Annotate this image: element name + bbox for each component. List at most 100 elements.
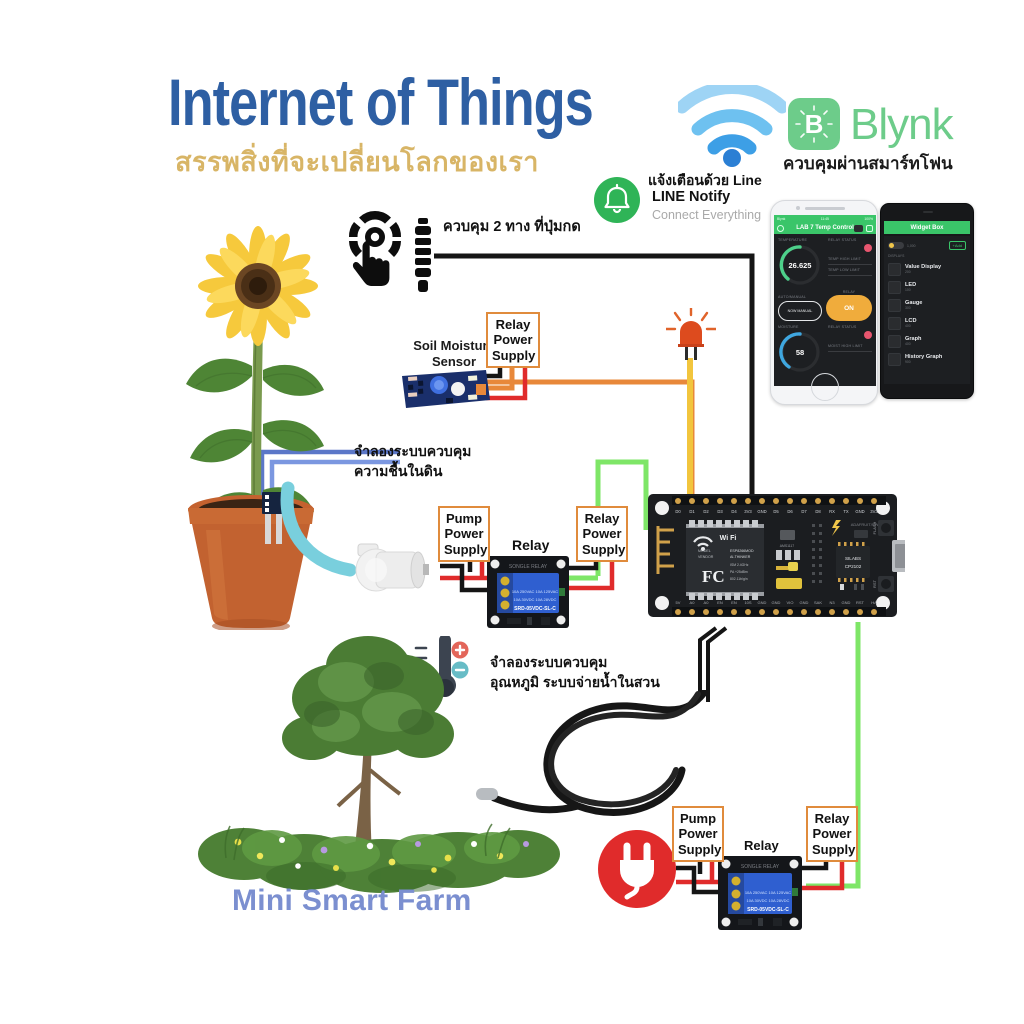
- list-item[interactable]: LCD 400: [884, 314, 970, 332]
- ps-line1: Relay: [495, 317, 531, 332]
- ps-line1: Relay: [814, 811, 850, 826]
- temperature-value: 26.625: [788, 260, 812, 270]
- lcd-widget-icon: [888, 316, 901, 330]
- widget-name: History Graph: [905, 353, 943, 360]
- ios-status-bar: Blynk 11:45 100%: [774, 215, 876, 222]
- ps-line3: Supply: [492, 347, 536, 363]
- widget-name: LCD: [905, 317, 917, 324]
- temperature-simulation-annotation: จำลองระบบควบคุม อุณหภูมิ ระบบจ่ายน้ำในสว…: [490, 652, 660, 693]
- svg-text:RX: RX: [829, 509, 835, 514]
- ps-line3: Supply: [678, 841, 722, 857]
- garden-landscape: [198, 636, 560, 893]
- moisture-relay-label: RELAY STATUS: [828, 325, 857, 329]
- touch-button-icon: [348, 211, 402, 286]
- svg-text:D6: D6: [787, 509, 793, 514]
- svg-text:10A 250VAC 10A 125VAC: 10A 250VAC 10A 125VAC: [512, 589, 558, 594]
- temp-high-limit-label: TEMP HIGH LIMIT: [828, 257, 862, 261]
- ios-battery: 100%: [864, 216, 873, 221]
- svg-text:GND: GND: [757, 509, 766, 514]
- graph-widget-icon: [888, 334, 901, 348]
- svg-text:FC: FC: [702, 567, 725, 586]
- phone-camera: [796, 206, 800, 210]
- led-widget-icon: [888, 280, 901, 294]
- svg-text:CP2102: CP2102: [845, 564, 862, 569]
- soil-moisture-sensor-label: Soil Moisture Sensor: [404, 338, 504, 371]
- svg-text:RST: RST: [872, 579, 877, 588]
- phone-speaker: [805, 207, 845, 210]
- water-pump: [355, 543, 429, 592]
- ps-line3: Supply: [812, 841, 856, 857]
- svg-text:AMS1117: AMS1117: [780, 544, 794, 548]
- android-widget-list[interactable]: 1,000 +Add DISPLAYS Value Display 200 LE…: [884, 236, 970, 384]
- list-item[interactable]: Graph 400: [884, 332, 970, 350]
- ios-play-icon[interactable]: [854, 224, 863, 232]
- soil-moisture-probe: [262, 492, 284, 544]
- svg-text:GND: GND: [855, 509, 864, 514]
- svg-text:10A 250VAC 10A 125VAC: 10A 250VAC 10A 125VAC: [745, 890, 791, 895]
- blynk-logo-letter: B: [804, 108, 824, 139]
- temperature-gauge: 26.625: [778, 243, 822, 287]
- svg-text:A0: A0: [704, 600, 710, 605]
- ios-menu-icon[interactable]: [866, 224, 873, 232]
- line-notify-thai-label: แจ้งเตือนด้วย Line: [648, 172, 762, 188]
- svg-text:SAK: SAK: [814, 600, 822, 605]
- list-item[interactable]: Value Display 200: [884, 260, 970, 278]
- blynk-logo: B: [788, 98, 840, 150]
- android-energy-row: 1,000 +Add: [884, 239, 970, 254]
- soil-label-line2: Sensor: [431, 354, 477, 370]
- relay-module-bottom: SONGLE RELAY 10A 250VAC 10A 125VAC 10A 3…: [718, 856, 802, 930]
- list-item[interactable]: LED 100: [884, 278, 970, 296]
- list-item[interactable]: History Graph 900: [884, 350, 970, 368]
- moisture-relay-indicator: [864, 331, 872, 339]
- pump-power-supply-top: Pump Power Supply: [438, 506, 490, 562]
- svg-text:RST: RST: [856, 600, 865, 605]
- iphone-blynk-app[interactable]: Blynk 11:45 100% LAB 7 Temp Control TEMP…: [770, 200, 878, 405]
- android-blynk-widgetbox[interactable]: Widget Box 1,000 +Add DISPLAYS Value Dis…: [880, 203, 974, 399]
- toggle-switch-icon[interactable]: [412, 216, 434, 294]
- svg-text:D0: D0: [675, 509, 681, 514]
- gauge-widget-icon: [888, 298, 901, 312]
- ios-settings-icon[interactable]: [777, 224, 784, 232]
- svg-text:5V: 5V: [676, 600, 681, 605]
- svg-text:TX: TX: [843, 509, 849, 514]
- temp-gauge-label: TEMPERATURE: [778, 238, 808, 242]
- widget-price: 100: [905, 288, 911, 293]
- ps-line2: Power: [444, 526, 484, 542]
- svg-text:10A 30VDC 10A 28VDC: 10A 30VDC 10A 28VDC: [747, 898, 790, 903]
- relay-on-button[interactable]: ON: [826, 295, 872, 321]
- list-item[interactable]: Gauge 300: [884, 296, 970, 314]
- iphone-screen[interactable]: Blynk 11:45 100% LAB 7 Temp Control TEMP…: [774, 215, 876, 386]
- relay-power-supply-soil: Relay Power Supply: [486, 312, 540, 368]
- svg-text:A0: A0: [690, 600, 696, 605]
- energy-value: 1,000: [907, 243, 916, 248]
- ps-line3: Supply: [444, 541, 488, 557]
- svg-text:802.11b/g/n: 802.11b/g/n: [730, 577, 748, 581]
- moisture-value: 58: [795, 347, 805, 357]
- blynk-caption: ควบคุมผ่านสมาร์ทโฟน: [783, 154, 953, 173]
- relay-status-indicator: [864, 244, 872, 252]
- temp-low-limit-label: TEMP LOW LIMIT: [828, 268, 861, 272]
- add-energy-button[interactable]: +Add: [948, 241, 966, 250]
- widget-name: Graph: [905, 335, 922, 342]
- temp-sim-line1: จำลองระบบควบคุม: [490, 654, 608, 670]
- wifi-icon: [678, 85, 786, 167]
- bell-icon: [604, 183, 630, 214]
- svg-text:FLASH: FLASH: [872, 521, 877, 534]
- svg-text:ISM 2.4GHz: ISM 2.4GHz: [730, 563, 749, 567]
- svg-text:3V3: 3V3: [870, 509, 878, 514]
- relay-status-label: RELAY STATUS: [828, 238, 857, 242]
- svg-text:GND: GND: [758, 600, 767, 605]
- value-display-icon: [888, 262, 901, 276]
- svg-text:N3: N3: [829, 600, 835, 605]
- ios-dashboard: TEMPERATURE 26.625 RELAY STATUS: [774, 234, 876, 386]
- energy-toggle[interactable]: [888, 242, 904, 249]
- soil-label-line1: Soil Moisture: [413, 338, 495, 353]
- svg-text:MODEL: MODEL: [698, 549, 711, 553]
- svg-text:GND: GND: [800, 600, 809, 605]
- line-notify-tagline: Connect Everything: [652, 208, 762, 222]
- iphone-home-button[interactable]: [811, 373, 839, 401]
- svg-text:VENDOR: VENDOR: [698, 555, 714, 559]
- moisture-gauge: 58: [778, 330, 822, 374]
- manual-mode-button[interactable]: NOW MANUAL: [778, 301, 822, 321]
